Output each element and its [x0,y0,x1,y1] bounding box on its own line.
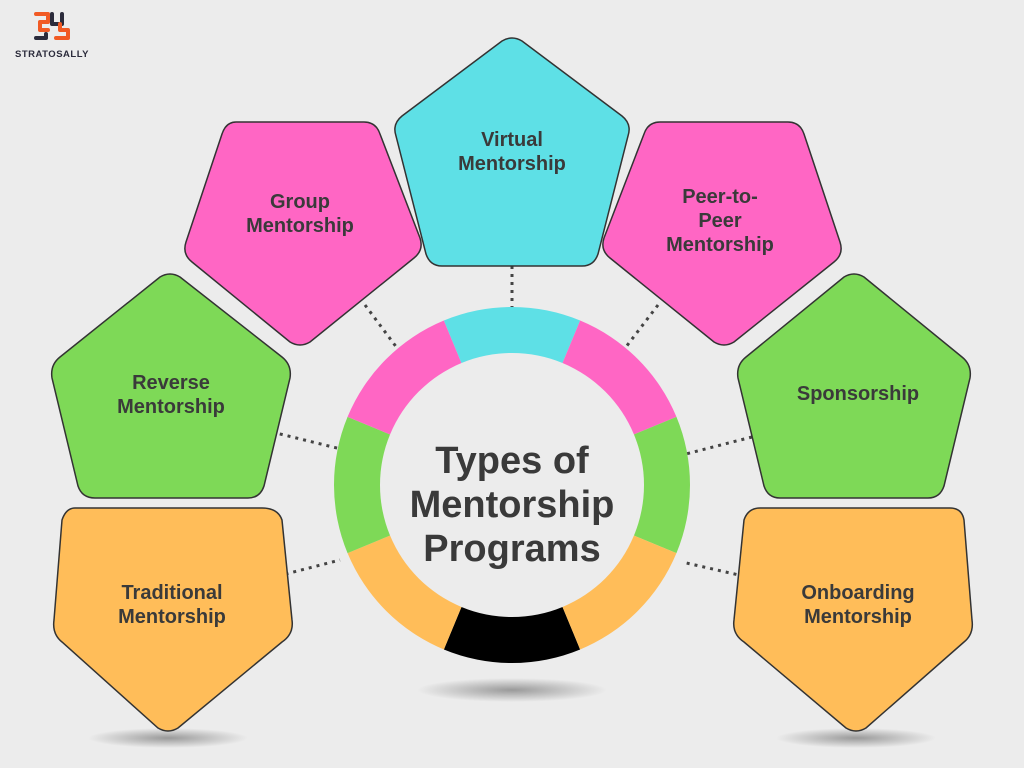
ring-segment-orange [561,534,677,650]
ring-segment-cyan [443,307,581,365]
onboarding-shadow [776,728,936,748]
connector-sponsorship [681,435,753,457]
center-title: Types of Mentorship Programs [409,440,615,570]
sponsorship-pentagon [736,273,972,499]
onboarding-pentagon [732,507,974,732]
group-pentagon [184,121,422,346]
reverse-label: Reverse Mentorship [117,372,225,418]
ring-segment-black [443,605,581,663]
center-shadow [417,678,607,702]
onboarding-label: Onboarding Mentorship [801,582,915,628]
traditional-label: Traditional Mentorship [118,582,226,628]
virtual-pentagon [394,37,630,267]
peer-pentagon [602,121,842,346]
shadows [88,678,936,748]
brand-logo: STRATOSALLY [12,10,92,60]
traditional-shadow [88,728,248,748]
stratosally-logo-icon [34,12,70,40]
group-label: Group Mentorship [246,191,354,237]
sponsorship-label: Sponsorship [796,383,920,405]
ring-segment-pink [561,320,677,436]
center-ring [333,307,691,663]
ring-segment-orange [347,534,463,650]
ring-segment-green [333,416,392,554]
center-disc [380,353,644,617]
connector-reverse [271,430,346,452]
ring-segment-green [632,416,691,554]
ring-segment-pink [347,320,463,436]
brand-name: STRATOSALLY [15,49,89,60]
reverse-pentagon [50,273,292,499]
peer-label: Peer-to- Peer Mentorship [666,186,774,256]
traditional-pentagon [52,507,294,732]
virtual-label: Virtual Mentorship [458,129,566,175]
